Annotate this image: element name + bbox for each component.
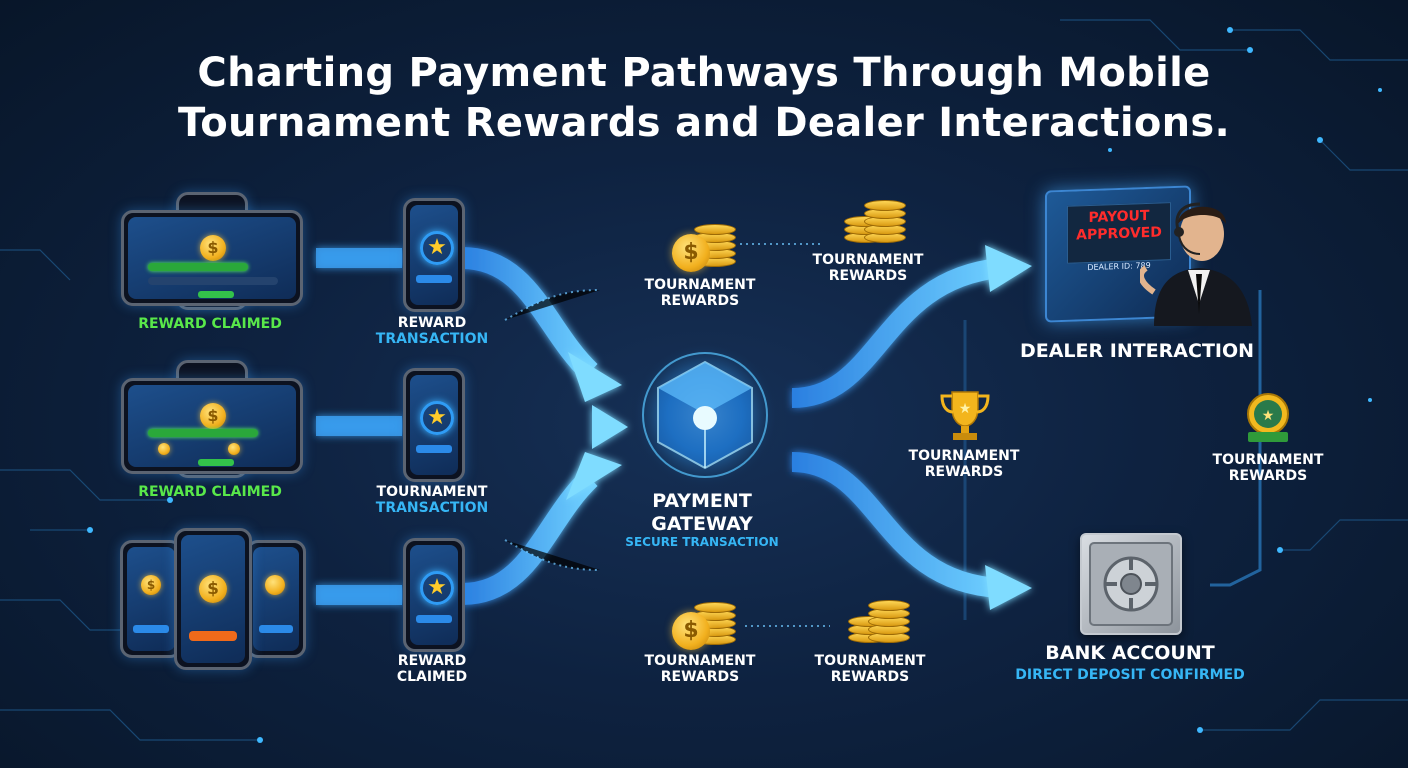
rewards-label-line2: REWARDS <box>828 268 908 284</box>
rewards-label-line1: TOURNAMENT <box>908 448 1020 464</box>
smartphone-icon: $ <box>121 210 303 306</box>
phone-label-2-line1: TOURNAMENT <box>376 484 488 500</box>
phone-label-2-line2: TRANSACTION <box>375 500 489 516</box>
star-icon: ★ <box>427 235 447 260</box>
phone-label-3-line1: REWARD <box>397 653 467 669</box>
coin-icon: $ <box>141 575 161 595</box>
title-line-2: Tournament Rewards and Dealer Interactio… <box>177 100 1230 146</box>
phone-label-1: REWARD TRANSACTION <box>362 315 502 347</box>
smartphone-icon: $ <box>174 528 252 670</box>
dealer-icon <box>1140 202 1252 326</box>
rewards-label-line2: REWARDS <box>1228 468 1308 484</box>
title-line-1: Charting Payment Pathways Through Mobile <box>197 50 1211 96</box>
gateway-label-line2: GATEWAY <box>651 513 753 535</box>
coin-trails <box>504 243 830 627</box>
dealer-interaction-label: DEALER INTERACTION <box>1019 340 1255 362</box>
coin-stack-icon: $ <box>672 222 736 272</box>
safe-vault-icon <box>1080 533 1182 635</box>
phone-label-1-line2: TRANSACTION <box>375 331 489 347</box>
rewards-label-line2: REWARDS <box>660 669 740 685</box>
cube-gateway-icon <box>630 340 780 490</box>
rewards-label-medal: TOURNAMENT REWARDS <box>1198 452 1338 484</box>
coin-icon: $ <box>199 575 227 603</box>
coin-icon <box>228 443 240 455</box>
rewards-label-line1: TOURNAMENT <box>644 653 756 669</box>
rewards-label-line2: REWARDS <box>924 464 1004 480</box>
rewards-label-trophy: TOURNAMENT REWARDS <box>894 448 1034 480</box>
reward-claimed-label-2: REWARD CLAIMED <box>138 484 282 500</box>
gateway-label-line1: PAYMENT <box>652 490 752 512</box>
svg-text:★: ★ <box>959 401 972 417</box>
bank-account-label: BANK ACCOUNT <box>1045 642 1215 664</box>
svg-text:★: ★ <box>1262 408 1275 424</box>
rewards-label-bottom-right: TOURNAMENT REWARDS <box>800 653 940 685</box>
flows-from-gateway <box>791 258 1002 598</box>
coin-icon: $ <box>200 403 226 429</box>
left-arrows <box>316 248 402 605</box>
coin-icon: $ <box>200 235 226 261</box>
coin-stack-icon: $ <box>672 600 736 650</box>
trophy-icon: ★ <box>940 391 990 440</box>
gateway-subtitle: SECURE TRANSACTION <box>625 535 779 549</box>
coin-stack-icon <box>846 598 910 648</box>
rewards-label-top-left: TOURNAMENT REWARDS <box>630 277 770 309</box>
star-icon: ★ <box>427 575 447 600</box>
smartphone-icon: ★ <box>403 198 465 312</box>
star-icon: ★ <box>427 405 447 430</box>
smartphone-icon <box>246 540 306 658</box>
phone-label-1-line1: REWARD <box>397 315 467 331</box>
rewards-label-line1: TOURNAMENT <box>644 277 756 293</box>
rewards-label-line2: REWARDS <box>660 293 740 309</box>
smartphone-icon: $ <box>120 540 182 658</box>
phone-label-3-line2: CLAIMED <box>396 669 468 685</box>
rewards-label-top-right: TOURNAMENT REWARDS <box>798 252 938 284</box>
smartphone-icon: $ <box>121 378 303 474</box>
coin-stack-icon <box>842 198 906 248</box>
rewards-label-line1: TOURNAMENT <box>814 653 926 669</box>
medal-icon: ★ <box>1247 393 1289 442</box>
output-arrowheads <box>985 245 1032 610</box>
flows-to-gateway <box>461 247 598 605</box>
gateway-label: PAYMENT GATEWAY <box>612 490 792 536</box>
rewards-label-line2: REWARDS <box>830 669 910 685</box>
phone-label-2: TOURNAMENT TRANSACTION <box>362 484 502 516</box>
rewards-label-line1: TOURNAMENT <box>1212 452 1324 468</box>
trophy-icon <box>265 575 285 595</box>
smartphone-icon: ★ <box>403 368 465 482</box>
gateway-arrowheads <box>566 352 628 500</box>
rewards-label-bottom-left: TOURNAMENT REWARDS <box>630 653 770 685</box>
rewards-label-line1: TOURNAMENT <box>812 252 924 268</box>
reward-claimed-label-1: REWARD CLAIMED <box>138 316 282 332</box>
bank-account-subtitle: DIRECT DEPOSIT CONFIRMED <box>1015 667 1245 683</box>
page-title: Charting Payment Pathways Through Mobile… <box>0 48 1408 148</box>
phone-label-3: REWARD CLAIMED <box>362 653 502 685</box>
smartphone-icon: ★ <box>403 538 465 652</box>
coin-icon <box>158 443 170 455</box>
